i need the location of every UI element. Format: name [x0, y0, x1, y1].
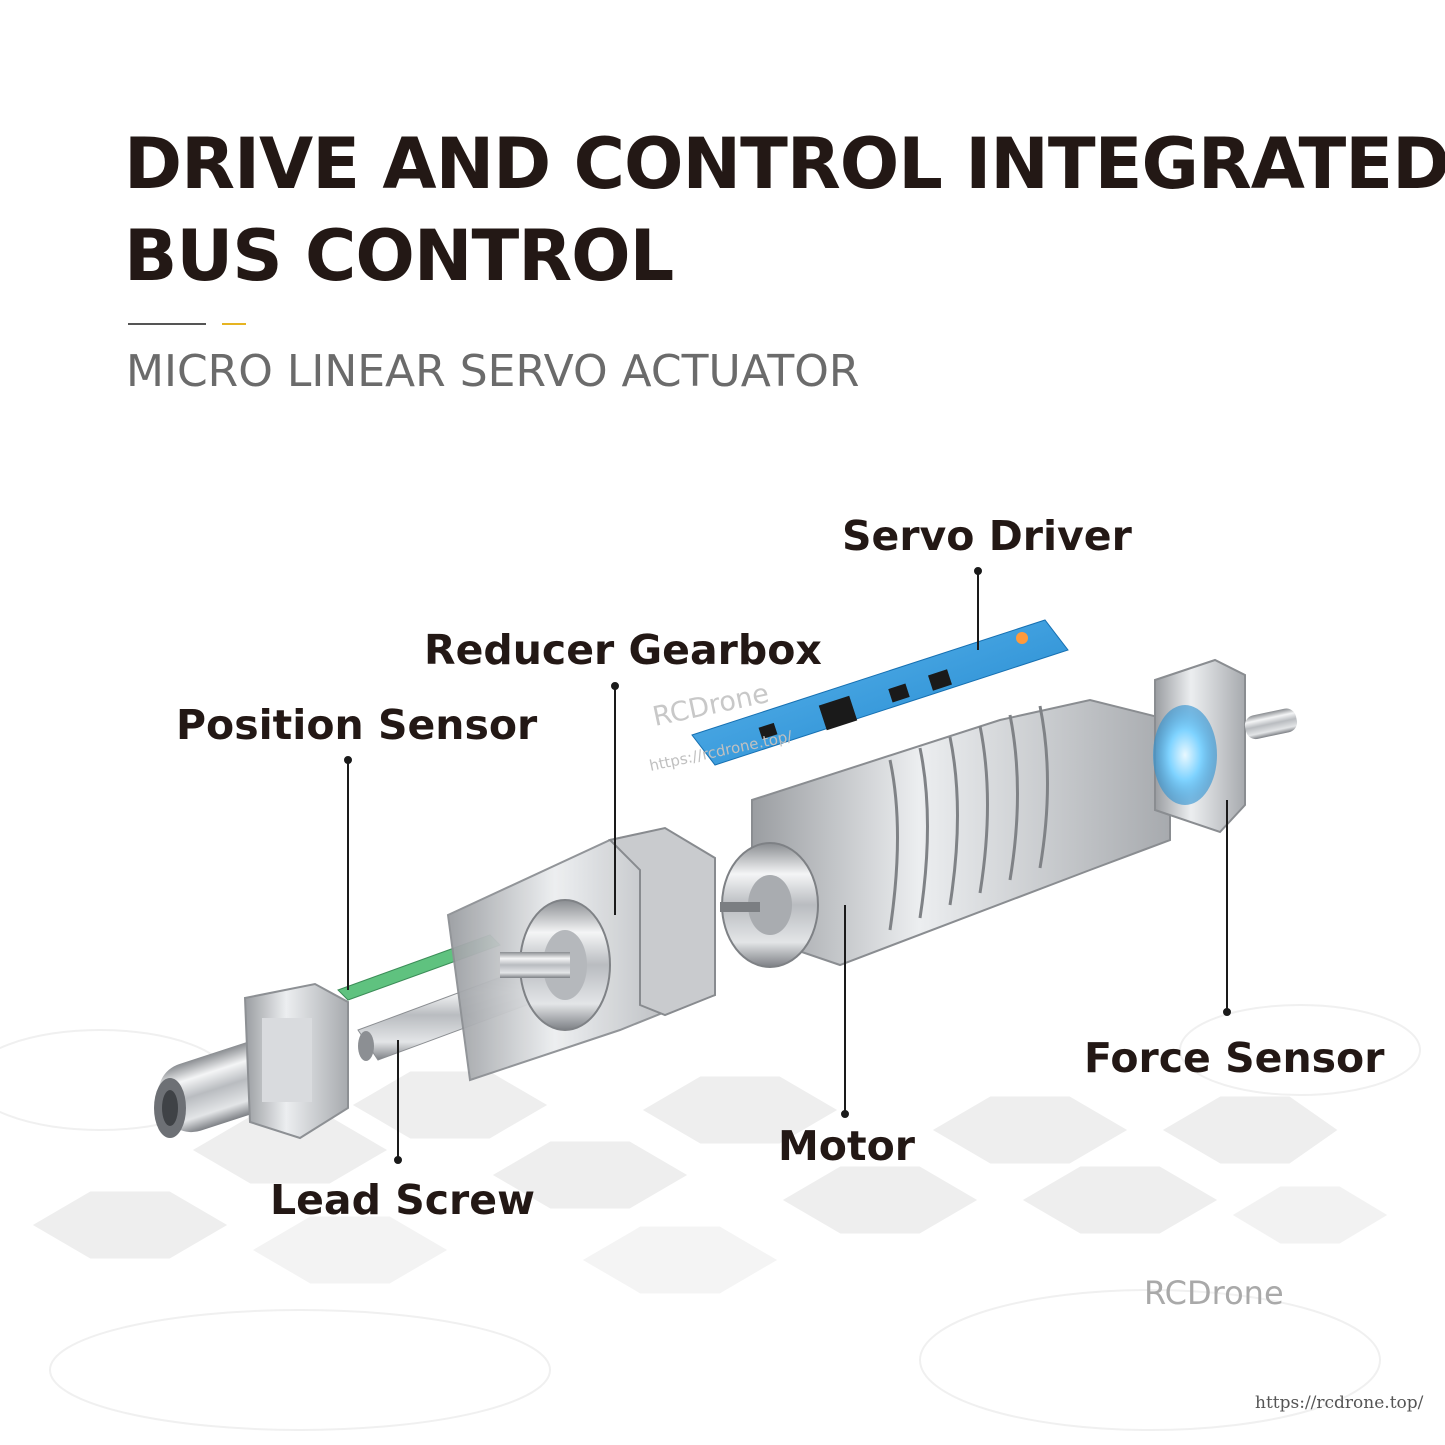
title-line-2: BUS CONTROL [124, 215, 674, 297]
label-force-sensor: Force Sensor [1084, 1034, 1385, 1082]
hexagon-floor [27, 1068, 1393, 1297]
servo-driver-pcb [691, 619, 1069, 766]
motor [720, 698, 1171, 968]
watermark-url: https://rcdrone.top/ [1255, 1393, 1424, 1413]
watermark-brand: RCDrone [1144, 1274, 1284, 1312]
divider-accent [222, 323, 246, 325]
divider-dark [128, 323, 206, 325]
page-subtitle: MICRO LINEAR SERVO ACTUATOR [126, 346, 860, 397]
end-cap [154, 982, 349, 1140]
label-reducer-gearbox: Reducer Gearbox [424, 626, 822, 674]
leader-lines [344, 567, 1231, 1164]
reducer-gearbox [446, 826, 716, 1082]
label-motor: Motor [778, 1122, 915, 1170]
title-line-1: DRIVE AND CONTROL INTEGRATED [124, 123, 1445, 205]
label-lead-screw: Lead Screw [270, 1176, 535, 1224]
force-sensor [1153, 658, 1298, 834]
label-servo-driver: Servo Driver [842, 512, 1132, 560]
label-position-sensor: Position Sensor [176, 701, 538, 749]
page-title: DRIVE AND CONTROL INTEGRATED BUS CONTROL [124, 118, 1445, 302]
